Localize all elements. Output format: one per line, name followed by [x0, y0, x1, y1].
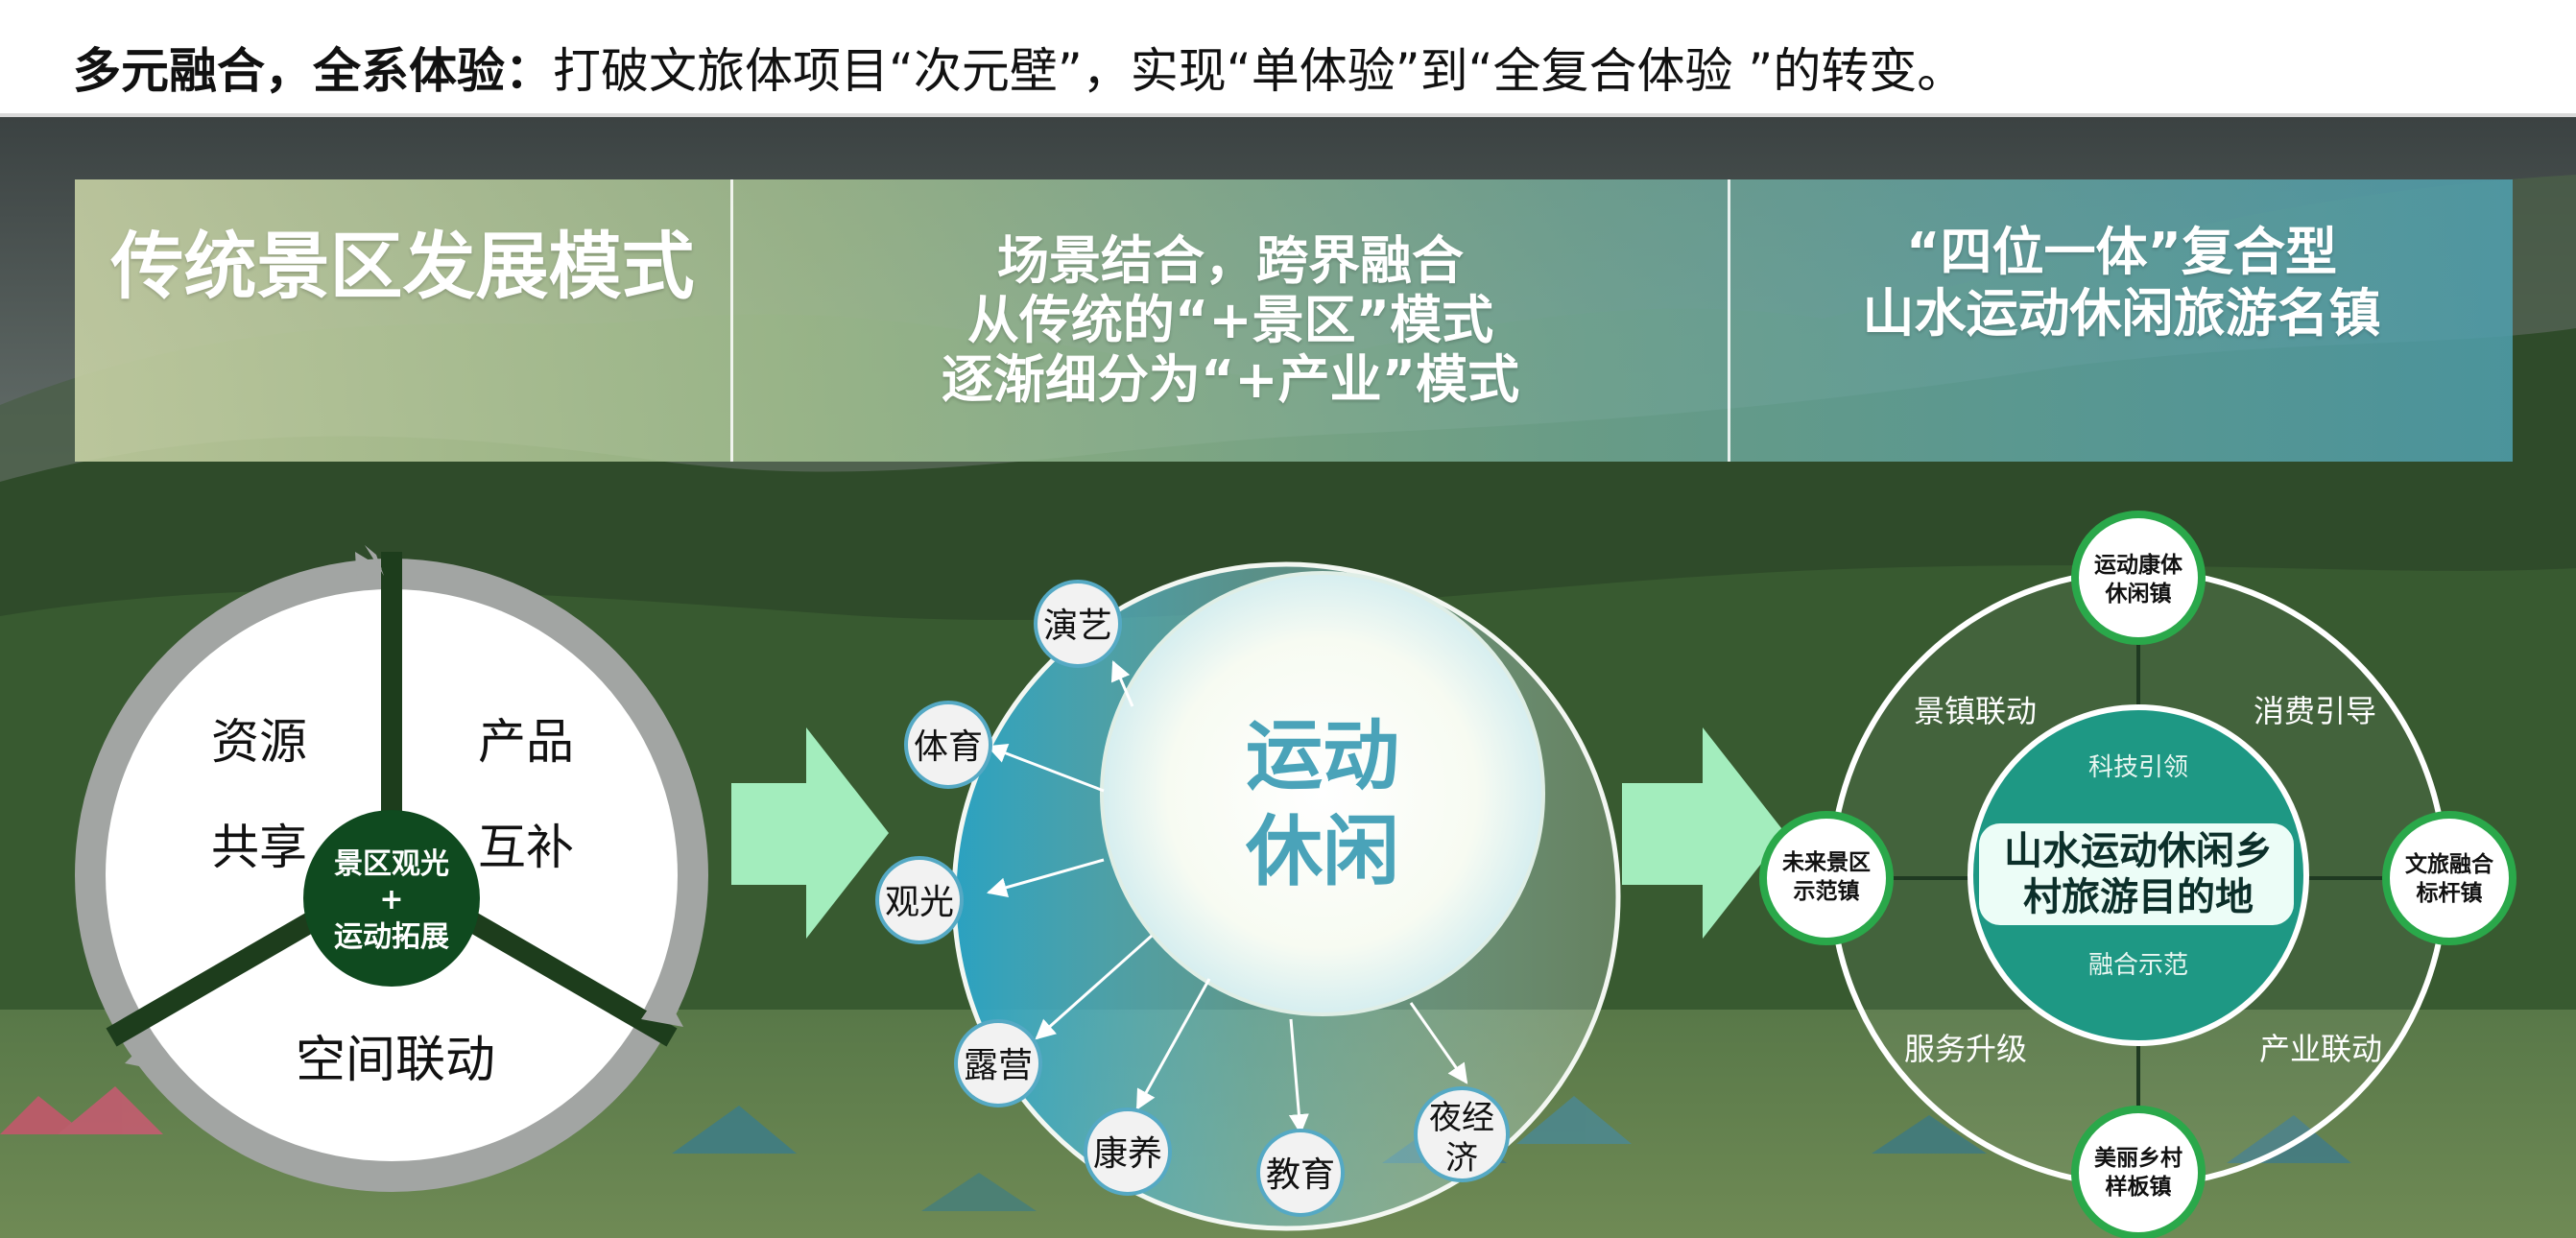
satellite-label-sightseeing: 观光	[885, 883, 954, 922]
town-node-culture-line2: 标杆镇	[2417, 880, 2483, 906]
cycle-center-plus: +	[379, 883, 403, 917]
town-core-label-box	[1979, 823, 2294, 925]
town-node-village-line2: 样板镇	[2106, 1174, 2172, 1200]
town-node-future	[1759, 811, 1894, 945]
cycle-label-resource: 资源	[211, 714, 307, 770]
town-diagram: 科技引领 山水运动休闲乡 村旅游目的地 融合示范 景镇联动 消费引导 服务升级 …	[1759, 511, 2516, 1238]
satellite-label-education: 教育	[1266, 1155, 1335, 1195]
satellite-night-economy	[1414, 1086, 1510, 1182]
town-core-line1: 山水运动休闲乡	[2004, 829, 2273, 873]
cycle-arrowhead-right	[641, 988, 683, 1027]
banner-col-composite: “四位一体”复合型 山水运动休闲旅游名镇	[1730, 179, 2513, 462]
banner-col2-line3: 逐渐细分为“+产业”模式	[941, 349, 1520, 410]
banner-col3-line2: 山水运动休闲旅游名镇	[1862, 283, 2381, 344]
satellite-wellness	[1084, 1107, 1172, 1196]
town-core-top: 科技引领	[2088, 753, 2188, 782]
town-node-sports-line1: 运动康体	[2094, 552, 2183, 578]
flow-arrow-2	[1622, 727, 1785, 939]
banner-col2-line1: 场景结合，跨界融合	[997, 230, 1464, 291]
satellite-label-sports: 体育	[914, 727, 983, 767]
banner-divider-2	[1728, 179, 1730, 462]
town-core-bottom: 融合示范	[2088, 951, 2188, 980]
banner-col1-title: 传统景区发展模式	[110, 224, 695, 309]
satellite-label-night-2: 济	[1445, 1139, 1478, 1178]
mode-banner: 传统景区发展模式 场景结合，跨界融合 从传统的“+景区”模式 逐渐细分为“+产业…	[75, 179, 2513, 462]
town-node-sports-line2: 休闲镇	[2105, 581, 2172, 607]
satellite-education	[1256, 1129, 1345, 1217]
header-bar: 多元融合，全系体验：打破文旅体项目“次元壁”，实现“单体验”到“全复合体验 ”的…	[0, 0, 2576, 117]
cycle-center-line2: 运动拓展	[334, 920, 449, 954]
town-node-village-line1: 美丽乡村	[2094, 1145, 2182, 1171]
header-text: 多元融合，全系体验：打破文旅体项目“次元壁”，实现“单体验”到“全复合体验 ”的…	[73, 33, 1965, 102]
satellite-camping	[954, 1019, 1042, 1107]
satellite-label-wellness: 康养	[1093, 1134, 1162, 1174]
satellite-label-camping: 露营	[964, 1046, 1033, 1085]
town-link-service: 服务升级	[1904, 1031, 2027, 1067]
town-node-culture-line1: 文旅融合	[2405, 851, 2494, 877]
hub-diagram: 运动 休闲 演艺 体育 观光 露营 康养 教育 夜经	[875, 561, 1621, 1231]
cycle-center-line1: 景区观光	[334, 847, 449, 881]
cycle-label-share: 共享	[211, 820, 307, 875]
hub-satellites: 演艺 体育 观光 露营 康养 教育 夜经 济	[875, 580, 1510, 1217]
cycle-label-product: 产品	[478, 714, 574, 770]
satellite-label-night-1: 夜经	[1429, 1099, 1494, 1137]
town-node-future-line1: 未来景区	[1782, 850, 1871, 875]
hub-core-line2: 休闲	[1245, 807, 1399, 896]
cycle-arrowhead-left	[125, 1035, 163, 1071]
satellite-label-performance: 演艺	[1043, 607, 1112, 646]
header-bold: 多元融合，全系体验：	[73, 43, 553, 99]
cycle-diagram: 资源 共享 产品 互补 空间联动 景区观光 + 运动拓展	[75, 545, 708, 1192]
town-link-scenic: 景镇联动	[1914, 693, 2037, 729]
town-node-future-line2: 示范镇	[1794, 878, 1860, 904]
town-node-culture	[2382, 811, 2516, 945]
satellite-performance	[1034, 580, 1122, 668]
cycle-arrowhead-top	[355, 552, 382, 587]
cycle-label-space: 空间联动	[296, 1032, 495, 1089]
flow-arrow-1	[731, 727, 889, 939]
hub-core-line1: 运动	[1246, 711, 1399, 800]
banner-col-traditional: 传统景区发展模式	[75, 179, 730, 462]
satellite-sports	[904, 701, 992, 789]
town-link-industry: 产业联动	[2259, 1031, 2382, 1067]
satellite-sightseeing	[875, 856, 964, 944]
banner-divider-1	[730, 179, 733, 462]
hub-core	[1100, 571, 1545, 1016]
banner-col2-line2: 从传统的“+景区”模式	[966, 290, 1494, 350]
cycle-label-complement: 互补	[478, 820, 574, 875]
cycle-center-circle	[303, 810, 480, 987]
town-core-line2: 村旅游目的地	[2023, 875, 2254, 919]
town-link-consumption: 消费引导	[2254, 693, 2376, 729]
banner-col3-line1: “四位一体”复合型	[1906, 222, 2337, 282]
town-node-sports	[2071, 511, 2206, 645]
header-rest: 打破文旅体项目“次元壁”，实现“单体验”到“全复合体验 ”的转变。	[553, 43, 1966, 99]
banner-col-integration: 场景结合，跨界融合 从传统的“+景区”模式 逐渐细分为“+产业”模式	[733, 179, 1728, 462]
town-node-village	[2071, 1106, 2206, 1238]
hub-arrows	[986, 660, 1468, 1135]
